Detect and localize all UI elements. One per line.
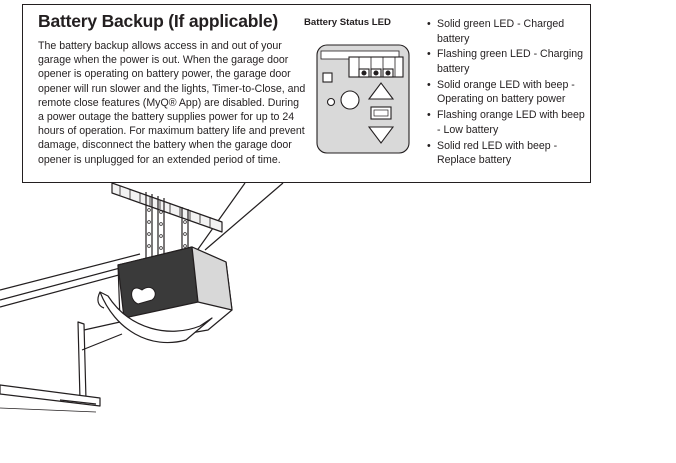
- led-status-item: Flashing green LED - Charging battery: [427, 47, 587, 76]
- description-line: hours of operation. For maximum battery …: [38, 125, 305, 138]
- led-status-item: Flashing orange LED with beep - Low batt…: [427, 108, 587, 137]
- up-arrow-icon: [367, 82, 395, 100]
- down-arrow-icon: [367, 126, 395, 144]
- led-status-item: Solid green LED - Charged battery: [427, 17, 587, 46]
- garage-door-opener-icon: [0, 182, 284, 413]
- battery-backup-description: The battery backup allows access in and …: [38, 39, 310, 167]
- description-line: remote close features (MyQ® App) are dis…: [38, 96, 299, 109]
- description-line: a power outage the battery supplies powe…: [38, 111, 295, 124]
- description-line: garage when the power is out. When the g…: [38, 54, 289, 67]
- description-line: The battery backup allows access in and …: [38, 40, 282, 52]
- stop-button-icon: [340, 90, 360, 110]
- battery-status-panel-icon: [316, 44, 410, 154]
- description-line: opener will run slower and the lights, T…: [38, 82, 306, 95]
- battery-backup-callout: Battery Backup (If applicable) The batte…: [22, 4, 591, 183]
- battery-status-led-label: Battery Status LED: [304, 17, 391, 28]
- description-line: damage, disconnect the battery when the …: [38, 139, 292, 152]
- led-status-item: Solid red LED with beep - Replace batter…: [427, 139, 587, 168]
- led-status-item: Solid orange LED with beep - Operating o…: [427, 78, 587, 107]
- callout-title: Battery Backup (If applicable): [38, 11, 279, 31]
- led-status-list: Solid green LED - Charged battery Flashi…: [427, 17, 587, 169]
- description-line: opener is unplugged for an extended peri…: [38, 153, 281, 166]
- battery-status-led-icon: [322, 72, 333, 83]
- description-line: opener is operating on battery power, th…: [38, 68, 291, 81]
